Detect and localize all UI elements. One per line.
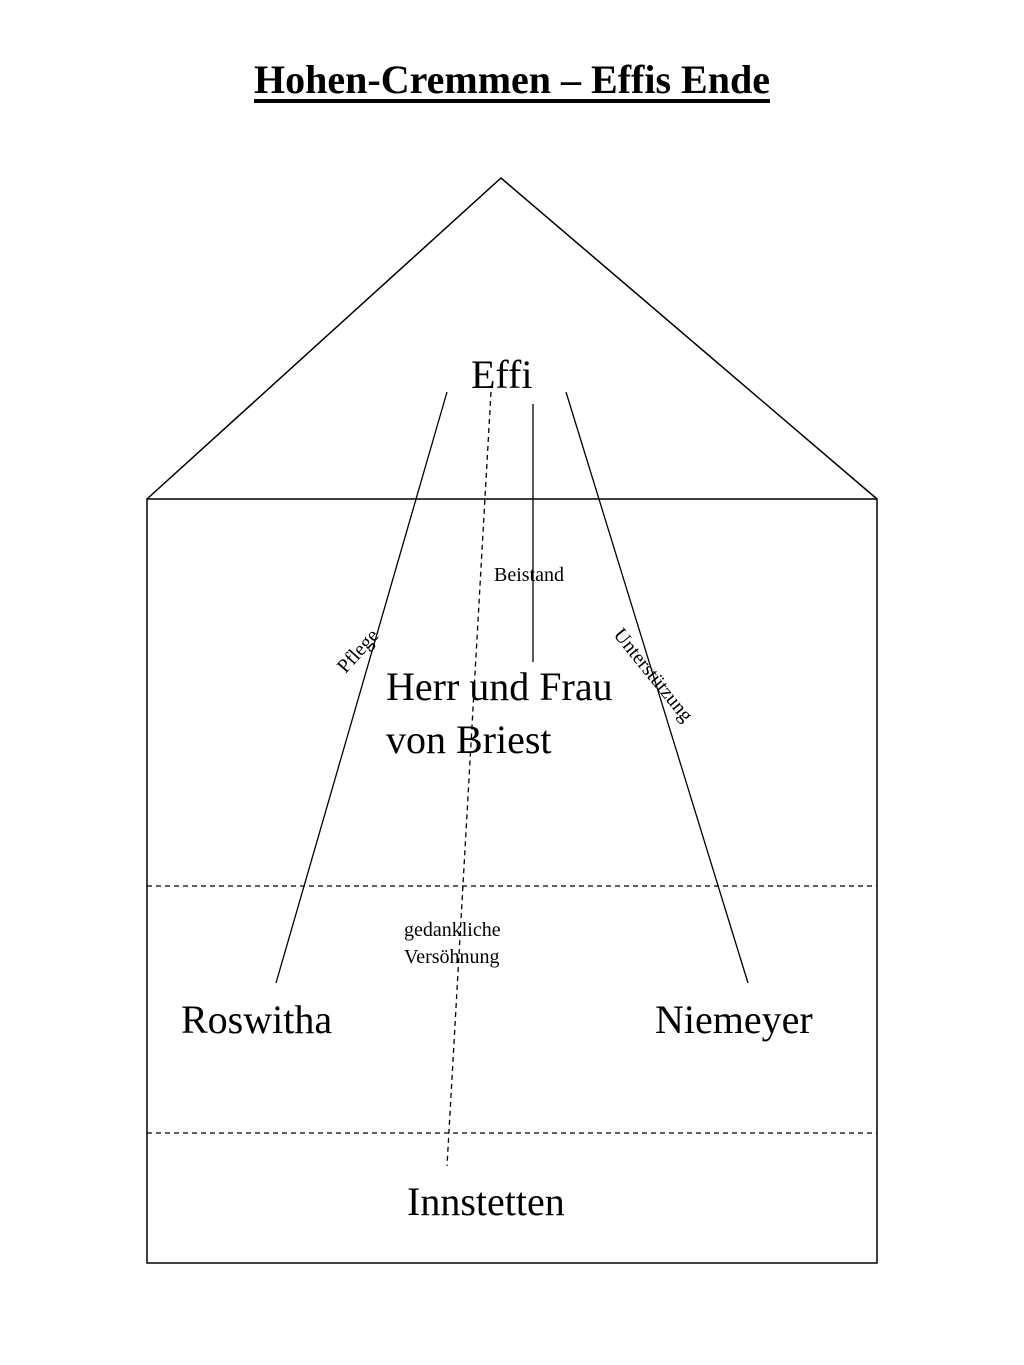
- line-versoehnung: [446, 391, 492, 1167]
- line-pflege: [275, 391, 448, 984]
- node-effi: Effi: [471, 352, 533, 397]
- node-roswitha: Roswitha: [181, 997, 333, 1042]
- node-niemeyer: Niemeyer: [655, 997, 813, 1042]
- house-roof: [146, 177, 878, 500]
- node-briest-line1: Herr und Frau: [386, 664, 613, 709]
- node-briest-line2: von Briest: [386, 717, 552, 762]
- label-versoehnung-line2: Versöhnung: [404, 946, 500, 968]
- node-innstetten: Innstetten: [407, 1179, 565, 1224]
- house-body: [146, 498, 878, 1264]
- page-title: Hohen-Cremmen – Effis Ende: [254, 57, 770, 102]
- label-beistand: Beistand: [494, 564, 564, 586]
- line-unterstuetzung: [565, 391, 749, 984]
- label-versoehnung-line1: gedankliche: [404, 919, 501, 941]
